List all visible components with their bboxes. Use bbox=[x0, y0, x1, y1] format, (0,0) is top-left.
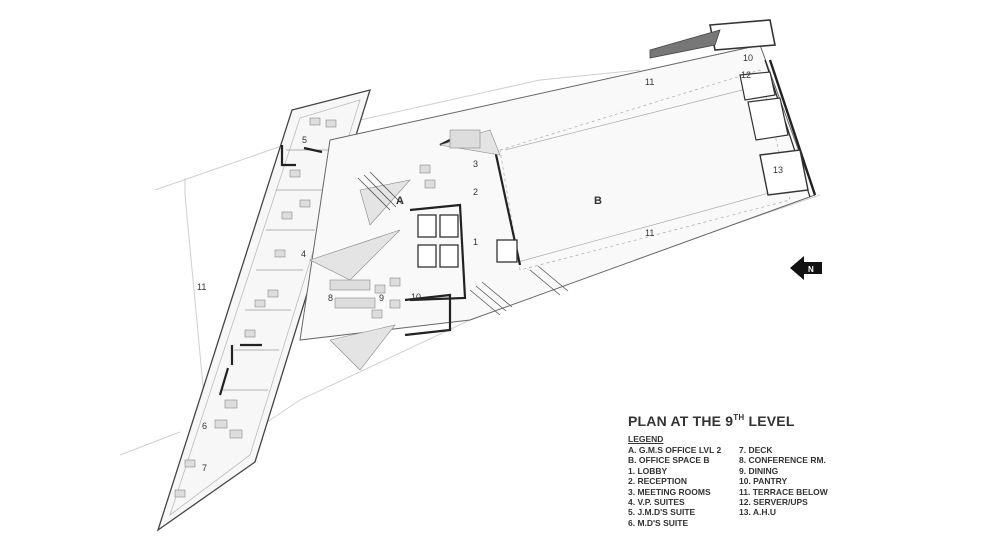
legend-columns: A. G.M.S OFFICE LVL 2 B. OFFICE SPACE B … bbox=[628, 445, 928, 528]
north-label: N bbox=[808, 265, 814, 274]
left-wing bbox=[156, 89, 371, 532]
legend-column-1: A. G.M.S OFFICE LVL 2 B. OFFICE SPACE B … bbox=[628, 445, 739, 528]
label-4: 4 bbox=[301, 249, 306, 259]
label-11-bottom: 11 bbox=[645, 228, 654, 238]
label-A: A bbox=[396, 195, 404, 207]
label-10b: 10 bbox=[743, 53, 753, 63]
legend-item: 11. TERRACE BELOW bbox=[739, 486, 828, 497]
label-3: 3 bbox=[473, 159, 478, 169]
legend: PLAN AT THE 9TH LEVEL LEGEND A. G.M.S OF… bbox=[628, 413, 928, 528]
legend-item: 13. A.H.U bbox=[739, 507, 777, 518]
legend-item: 9. DINING bbox=[739, 465, 779, 476]
room-labels: A B 1 2 3 4 5 6 7 8 9 10 10 11 11 11 12 … bbox=[197, 53, 783, 473]
legend-item: 10. PANTRY bbox=[739, 476, 788, 487]
legend-item: 5. J.M.D'S SUITE bbox=[628, 507, 696, 518]
label-7: 7 bbox=[202, 463, 207, 473]
main-building bbox=[299, 19, 817, 371]
legend-column-2: 7. DECK 8. CONFERENCE RM. 9. DINING 10. … bbox=[739, 445, 869, 528]
plan-title-end: LEVEL bbox=[744, 413, 795, 429]
legend-item: A. G.M.S OFFICE LVL 2 bbox=[628, 445, 722, 455]
label-1: 1 bbox=[473, 237, 478, 247]
plan-title-main: PLAN AT THE 9 bbox=[628, 413, 734, 429]
legend-item: 2. RECEPTION bbox=[628, 476, 688, 487]
label-11-top: 11 bbox=[645, 77, 654, 87]
label-12: 12 bbox=[741, 70, 751, 80]
label-6: 6 bbox=[202, 421, 207, 431]
legend-item: 3. MEETING ROOMS bbox=[628, 486, 711, 497]
legend-item: 1. LOBBY bbox=[628, 465, 668, 476]
label-B: B bbox=[594, 195, 602, 207]
label-11-left: 11 bbox=[197, 282, 206, 292]
label-2: 2 bbox=[473, 187, 478, 197]
label-8: 8 bbox=[328, 293, 333, 303]
plan-title: PLAN AT THE 9TH LEVEL bbox=[628, 413, 928, 429]
legend-item: 8. CONFERENCE RM. bbox=[739, 455, 826, 466]
legend-item: 7. DECK bbox=[739, 445, 773, 455]
north-arrow-icon: N bbox=[790, 256, 822, 280]
legend-item: 4. V.P. SUITES bbox=[628, 497, 685, 508]
label-13: 13 bbox=[773, 165, 783, 175]
legend-heading: LEGEND bbox=[628, 434, 664, 444]
label-10: 10 bbox=[411, 292, 421, 302]
label-5: 5 bbox=[302, 135, 307, 145]
legend-item: 6. M.D'S SUITE bbox=[628, 517, 689, 528]
legend-item: B. OFFICE SPACE B bbox=[628, 455, 710, 466]
legend-item: 12. SERVER/UPS bbox=[739, 497, 808, 508]
plan-title-sup: TH bbox=[733, 413, 745, 422]
label-9: 9 bbox=[379, 293, 384, 303]
